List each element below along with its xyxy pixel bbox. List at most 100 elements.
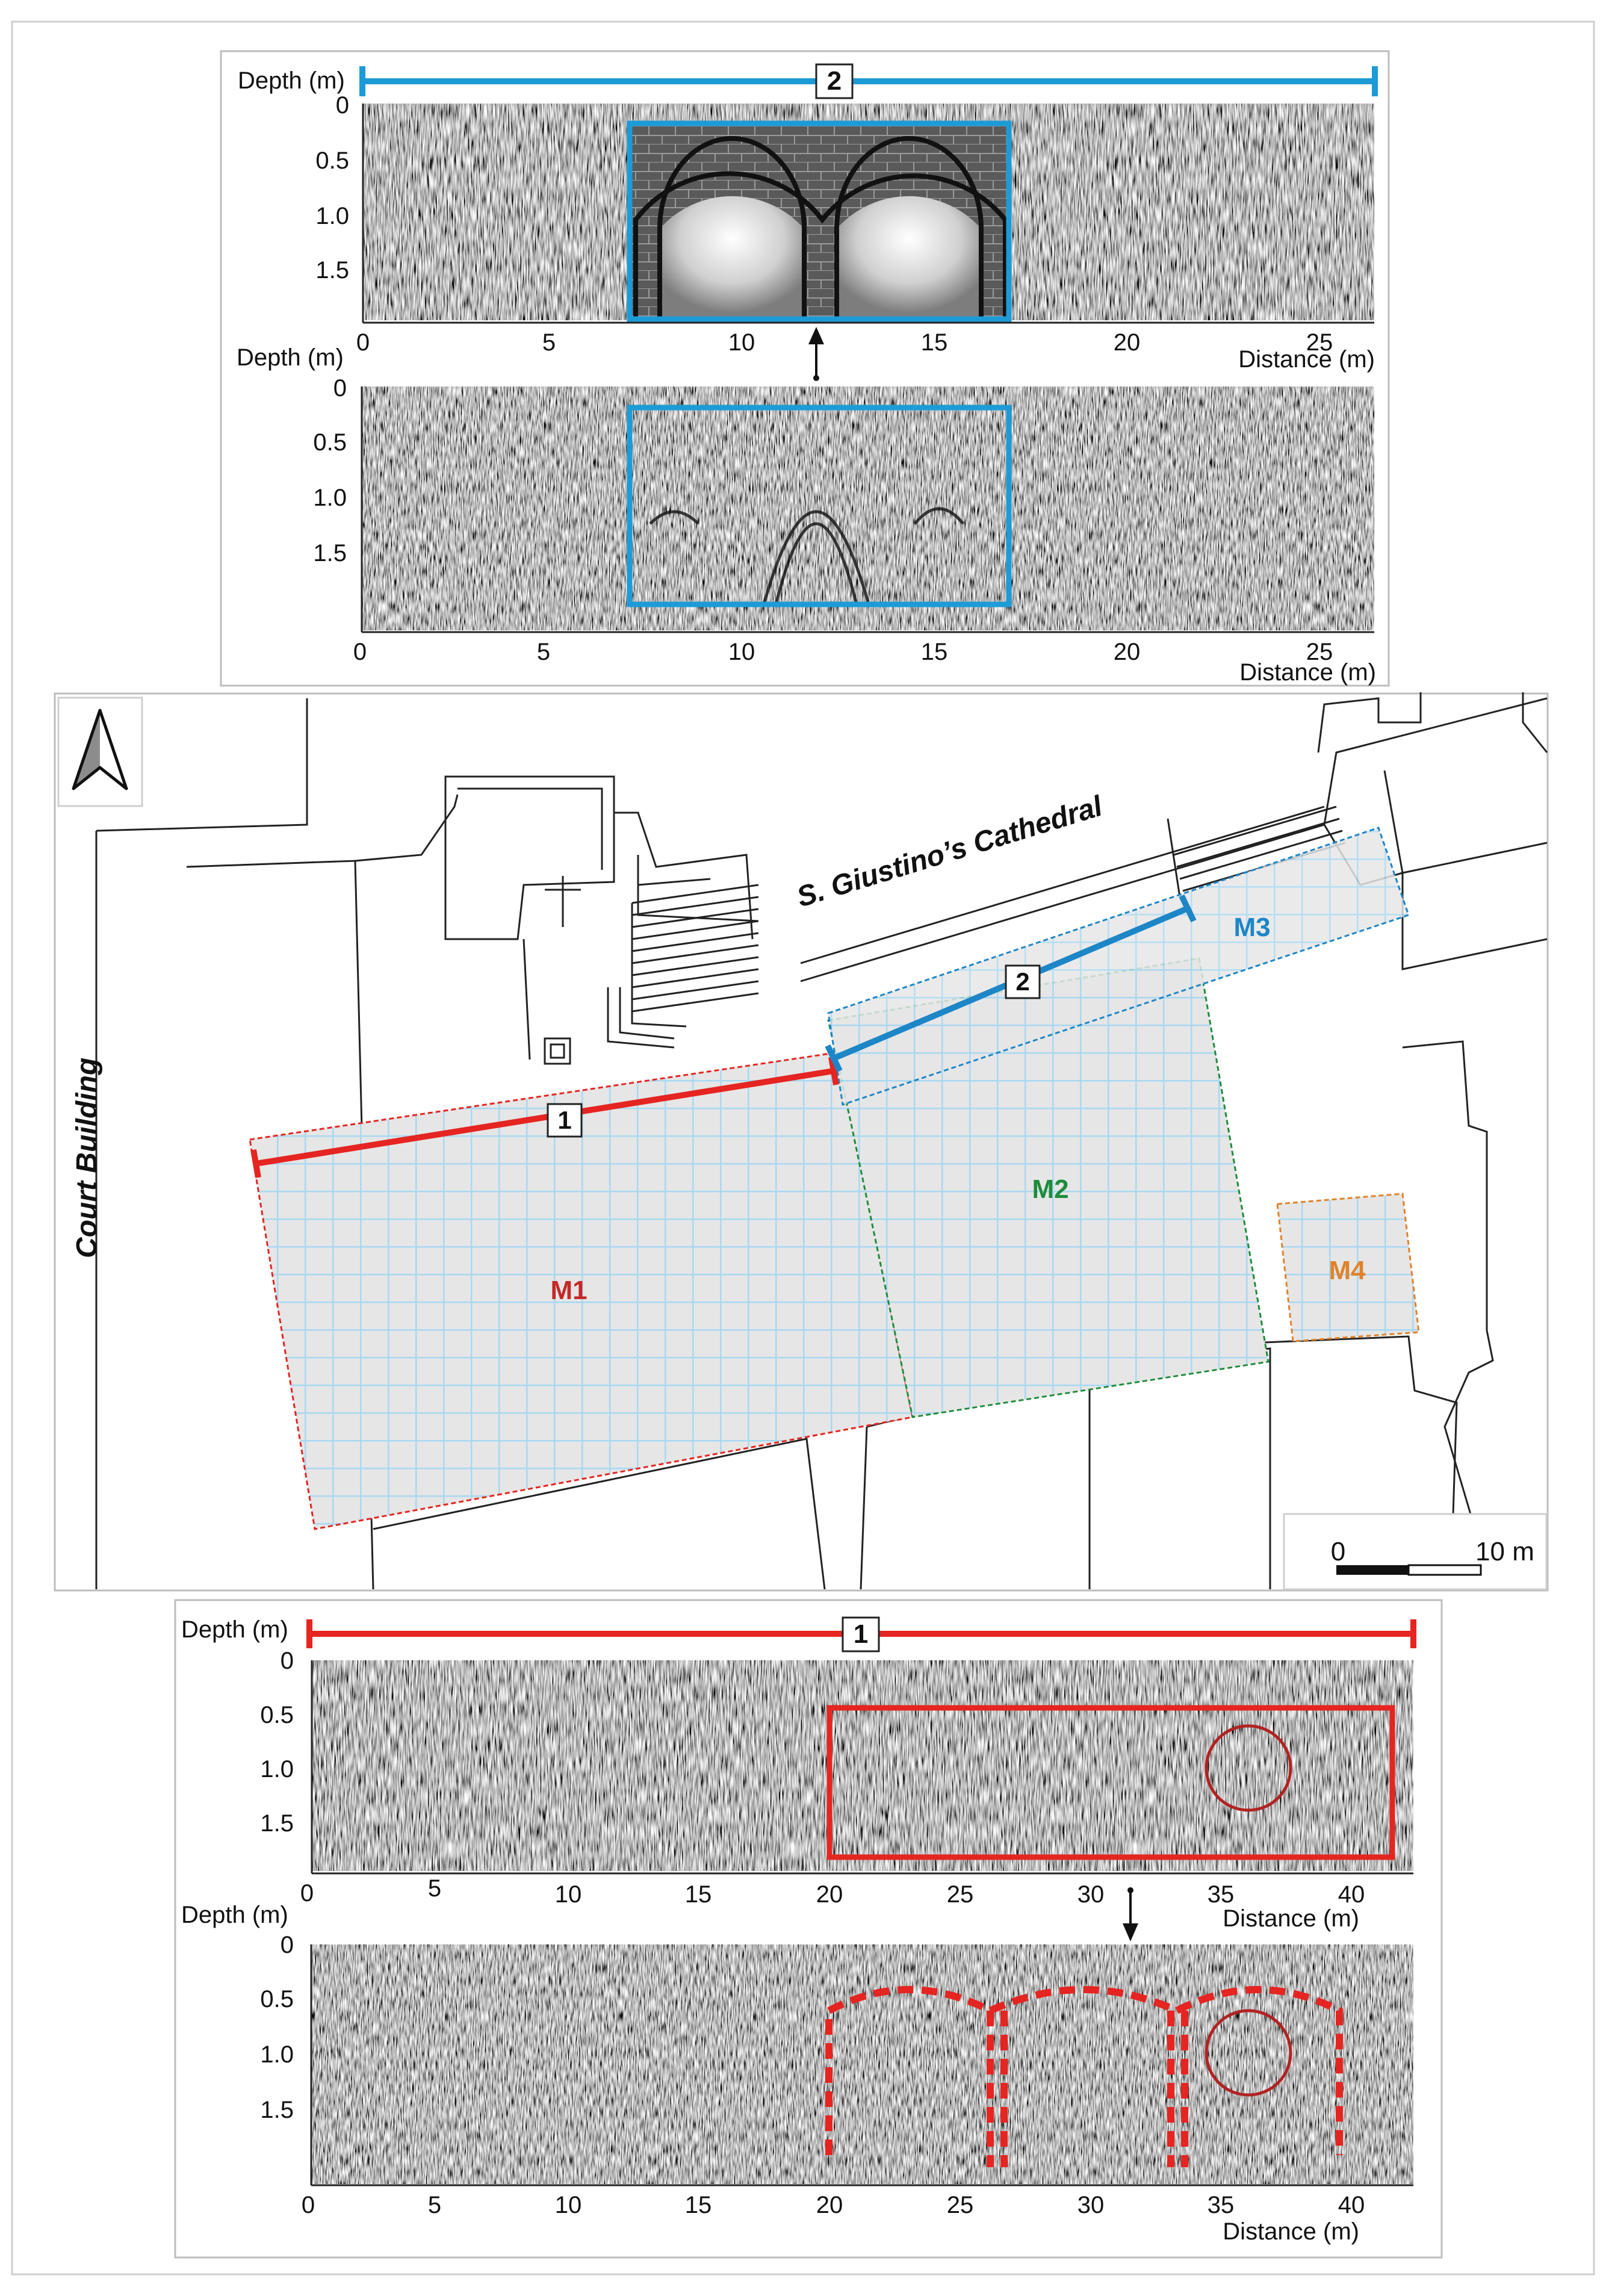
- distance-tick: 5: [537, 639, 550, 665]
- depth-tick: 0.5: [260, 1702, 294, 1728]
- distance-tick: 5: [542, 329, 556, 356]
- distance-tick: 20: [1114, 639, 1141, 665]
- depth-tick: 1.5: [315, 257, 349, 284]
- distance-tick: 10: [728, 639, 755, 665]
- depth-axis-label: Depth (m): [238, 67, 345, 94]
- depth-tick: 1.5: [260, 1810, 294, 1837]
- north-arrow-icon: [57, 697, 143, 807]
- radargram-profile-2-raw: Depth (m) 0 0.5 1.0 1.5 0 5 10 15 20 25 …: [237, 344, 1376, 686]
- depth-ticks: 0 0.5 1.0 1.5: [315, 92, 349, 284]
- distance-axis-label: Distance (m): [1238, 346, 1375, 373]
- distance-tick: 15: [921, 639, 948, 665]
- scale-bar: 0 10 m: [1283, 1513, 1548, 1590]
- distance-tick: 25: [1306, 329, 1333, 356]
- distance-tick: 10: [555, 1881, 582, 1908]
- distance-tick: 5: [428, 1875, 441, 1902]
- distance-tick: 20: [816, 1881, 843, 1908]
- column-icon: [544, 1037, 571, 1065]
- distance-tick: 25: [1306, 639, 1333, 665]
- depth-tick: 1.0: [260, 2041, 294, 2068]
- scale-end: 10 m: [1475, 1537, 1534, 1566]
- dashed-arches-icon: [825, 1986, 1343, 2167]
- distance-tick: 5: [428, 2192, 441, 2218]
- profile-1-line-marker: 1: [306, 1616, 1416, 1652]
- radargram-profile-1-interpreted: Depth (m) 0 0.5 1.0 1.5 0 5 10 15 20 25 …: [181, 1902, 1413, 2245]
- area-label-m1: M1: [550, 1276, 587, 1305]
- distance-tick: 10: [555, 2192, 582, 2218]
- anomaly-circle: [1204, 2009, 1292, 2097]
- distance-tick: 35: [1208, 2192, 1235, 2218]
- profile-2-highlight-box: [627, 405, 1012, 607]
- distance-tick: 0: [302, 2192, 315, 2218]
- court-building-label: Court Building: [71, 1058, 103, 1258]
- site-map: M1 M2 M3 M4 1 2 S. Giu: [54, 692, 1549, 1592]
- masonry-double-arch-icon: [630, 123, 1009, 319]
- radargram-profile-2-interpreted: Depth (m) 0 0.5 1.0 1.5 0 5 10 15 20 25 …: [238, 67, 1375, 373]
- depth-tick: 1.0: [260, 1756, 294, 1783]
- map-line-number-2: 2: [1015, 967, 1029, 996]
- distance-tick: 40: [1338, 2192, 1365, 2218]
- survey-area-m3: M3: [827, 827, 1410, 1106]
- distance-tick: 0: [300, 1880, 314, 1907]
- depth-tick: 0: [281, 1648, 294, 1674]
- distance-tick: 15: [685, 1881, 712, 1908]
- distance-tick: 10: [728, 329, 755, 356]
- distance-axis-label: Distance (m): [1223, 2218, 1359, 2245]
- depth-tick: 0.5: [260, 1986, 294, 2012]
- scale-start: 0: [1331, 1537, 1345, 1566]
- page-frame: [11, 20, 1595, 2276]
- depth-tick: 1.0: [315, 203, 349, 229]
- distance-tick: 35: [1208, 1881, 1235, 1908]
- depth-ticks: 0 0.5 1.0 1.5: [260, 1932, 294, 2123]
- area-label-m4: M4: [1329, 1256, 1366, 1285]
- depth-tick: 0: [333, 375, 347, 402]
- distance-tick: 0: [353, 639, 367, 665]
- anomaly-circle: [1204, 1724, 1292, 1812]
- depth-axis-label: Depth (m): [181, 1902, 288, 1928]
- distance-tick: 20: [1114, 329, 1141, 356]
- distance-tick: 15: [685, 2192, 712, 2218]
- depth-tick: 0.5: [315, 147, 349, 174]
- distance-tick: 40: [1338, 1881, 1365, 1908]
- radargram-image: [362, 386, 1374, 630]
- radargram-image: [311, 1944, 1413, 2184]
- radargram-image: [312, 1660, 1413, 1871]
- profile-2-panel: 2 Depth (m) 0 0.5 1.0 1.5 0 5 10 15 20 2…: [220, 50, 1390, 687]
- depth-ticks: 0 0.5 1.0 1.5: [260, 1648, 294, 1837]
- depth-ticks: 0 0.5 1.0 1.5: [313, 375, 347, 566]
- depth-tick: 1.5: [260, 2097, 294, 2123]
- distance-ticks: 0 5 10 15 20 25 30 35 40: [300, 1875, 1365, 1908]
- link-arrow-icon: [1123, 1887, 1138, 1941]
- survey-area-m1: M1: [249, 1051, 914, 1530]
- building-outlines: [95, 692, 1548, 1590]
- distance-tick: 20: [816, 2192, 843, 2218]
- distance-tick: 30: [1077, 1881, 1105, 1908]
- depth-axis-label: Depth (m): [181, 1616, 288, 1643]
- distance-tick: 0: [356, 329, 370, 356]
- distance-axis-label: Distance (m): [1223, 1905, 1359, 1932]
- profile-2-line-marker: 2: [359, 63, 1378, 99]
- profile-2-line-number: 2: [827, 66, 842, 96]
- survey-area-m4: M4: [1276, 1193, 1420, 1342]
- depth-tick: 0.5: [313, 429, 347, 456]
- reflection-hyperbolas: [649, 507, 964, 603]
- distance-tick: 25: [947, 2192, 974, 2218]
- distance-tick: 15: [921, 329, 948, 356]
- map-profile-line-2: 2: [825, 894, 1197, 1073]
- map-line-number-1: 1: [557, 1106, 571, 1134]
- profile-1-line-number: 1: [854, 1619, 868, 1649]
- depth-tick: 1.0: [313, 485, 347, 511]
- depth-axis-label: Depth (m): [237, 344, 344, 371]
- area-label-m2: M2: [1032, 1174, 1068, 1204]
- distance-tick: 30: [1077, 2192, 1105, 2218]
- distance-ticks: 0 5 10 15 20 25: [353, 639, 1333, 665]
- cross-icon: [545, 876, 581, 927]
- depth-tick: 0: [336, 92, 349, 119]
- radargram-profile-1-raw: Depth (m) 0 0.5 1.0 1.5 0 5 10 15 20 25 …: [181, 1616, 1413, 1932]
- link-arrow-icon: [808, 327, 824, 381]
- map-profile-line-1: 1: [250, 1056, 839, 1178]
- distance-tick: 25: [947, 1881, 974, 1908]
- depth-tick: 0: [281, 1932, 294, 1958]
- staircase: [607, 805, 1346, 1049]
